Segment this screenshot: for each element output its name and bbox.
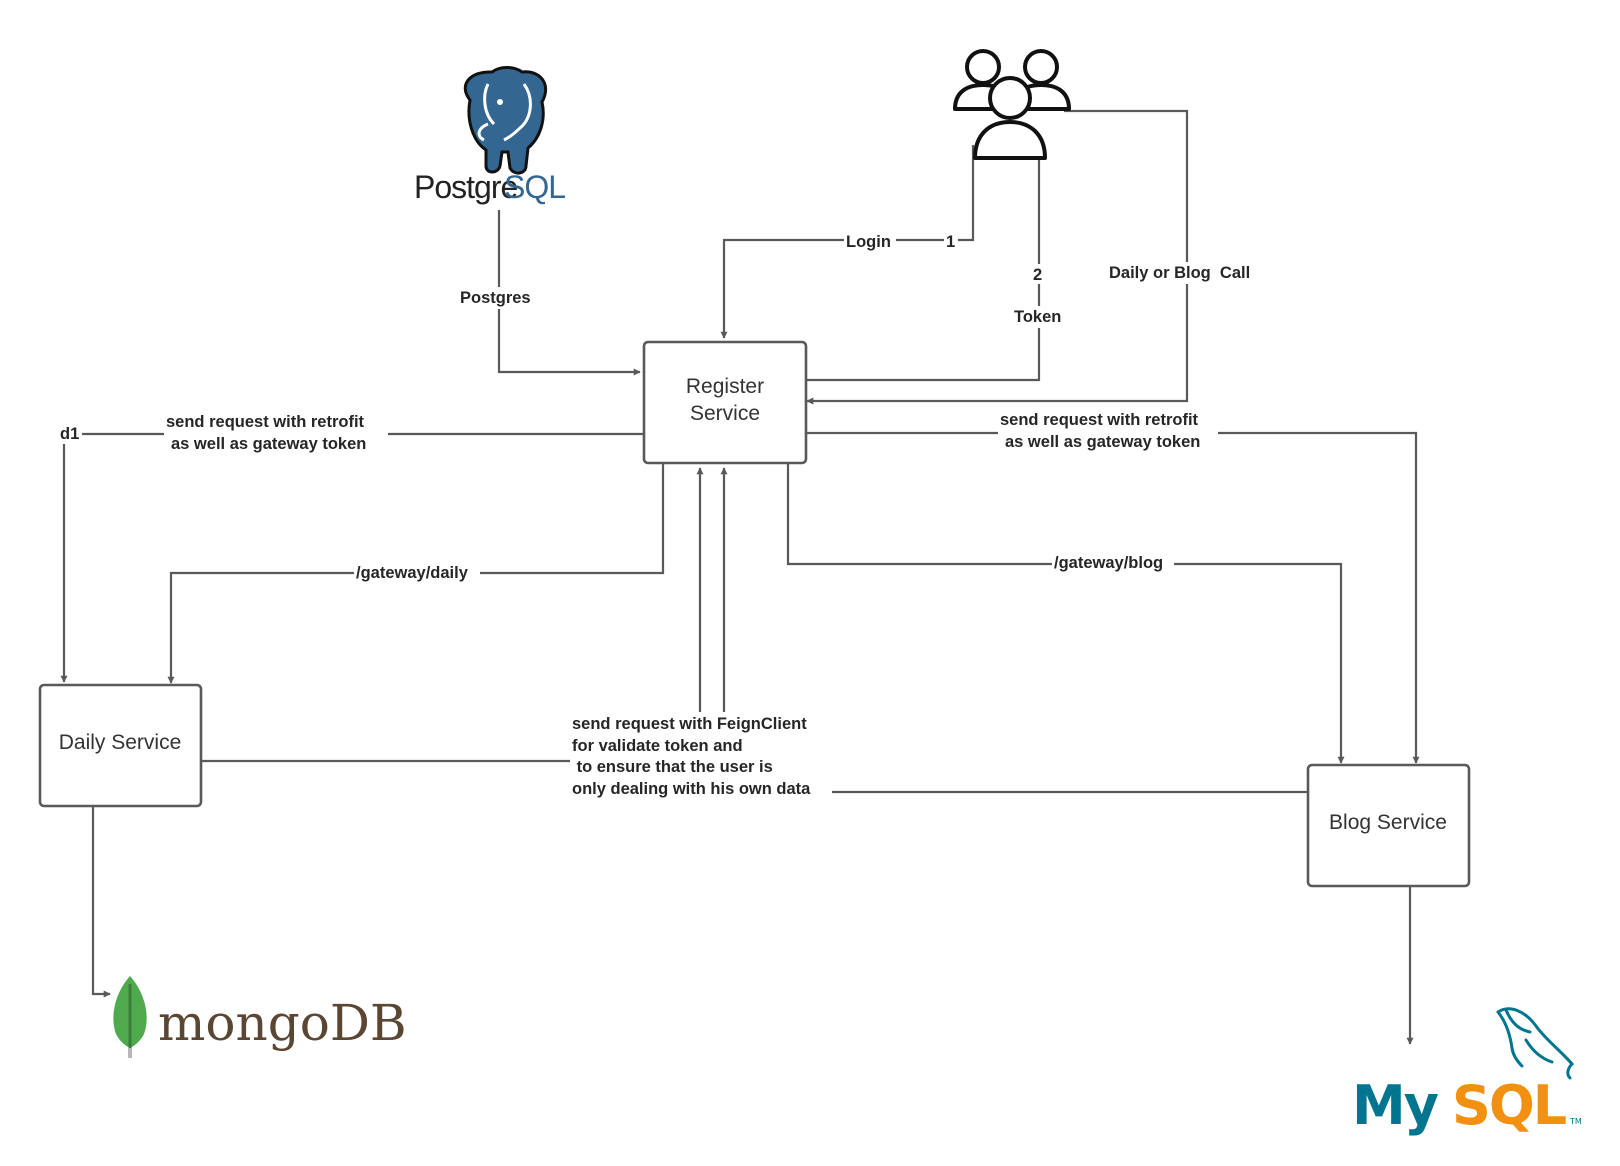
label-postgres: Postgres <box>460 289 531 307</box>
edge-postgres-to-register <box>497 210 641 376</box>
mysql-wordmark-part2: SQL <box>1452 1074 1566 1137</box>
mysql-wordmark-part1: My <box>1352 1074 1439 1137</box>
edge-labels: Postgres Login 1 2 Token Daily or Blog C… <box>58 231 1267 800</box>
label-step-1: 1 <box>946 233 955 251</box>
label-gateway-daily: /gateway/daily <box>356 564 469 582</box>
label-daily-or-blog-call: Daily or Blog Call <box>1109 264 1250 282</box>
register-service-label-line1: Register <box>686 375 764 398</box>
label-gateway-blog: /gateway/blog <box>1054 554 1163 572</box>
register-service-node[interactable]: Register Service <box>642 340 808 465</box>
users-group-icon <box>953 49 1071 160</box>
postgresql-wordmark-part2: SQL <box>504 169 565 205</box>
label-login: Login <box>846 233 891 251</box>
daily-service-label: Daily Service <box>59 731 182 754</box>
label-step-2: 2 <box>1033 266 1042 284</box>
mysql-logo: My SQL TM <box>1352 1007 1582 1137</box>
mongodb-logo: mongoDB <box>113 976 407 1058</box>
label-d1: d1 <box>60 425 79 443</box>
daily-service-node[interactable]: Daily Service <box>38 683 203 808</box>
edge-token <box>806 147 1043 382</box>
blog-service-label: Blog Service <box>1329 811 1447 834</box>
postgresql-wordmark-part1: Postgre <box>414 169 517 205</box>
label-retrofit-right-line1: send request with retrofit <box>1000 411 1199 429</box>
label-retrofit-right-line2: as well as gateway token <box>1005 433 1200 451</box>
postgresql-elephant-icon <box>463 66 548 175</box>
label-feign-line4: only dealing with his own data <box>572 780 811 798</box>
label-feign-line1: send request with FeignClient <box>572 715 807 733</box>
edge-daily-to-mongodb <box>91 806 111 998</box>
label-token: Token <box>1014 308 1061 326</box>
mongodb-wordmark: mongoDB <box>158 994 407 1052</box>
register-service-label-line2: Service <box>690 402 760 425</box>
mysql-dolphin-icon <box>1496 1007 1575 1080</box>
blog-service-node[interactable]: Blog Service <box>1306 763 1471 888</box>
edge-retrofit-to-daily <box>60 432 644 683</box>
edge-retrofit-to-blog <box>806 431 1420 764</box>
mysql-trademark: TM <box>1569 1117 1582 1126</box>
label-retrofit-left-line2: as well as gateway token <box>171 435 366 453</box>
edge-gateway-blog <box>786 463 1345 764</box>
label-feign-line3: to ensure that the user is <box>572 758 773 776</box>
label-feign-line2: for validate token and <box>572 737 743 755</box>
mongodb-leaf-icon <box>113 976 147 1058</box>
edges <box>60 109 1420 1045</box>
label-retrofit-left-line1: send request with retrofit <box>166 413 365 431</box>
postgresql-logo: Postgre SQL <box>414 66 566 205</box>
edge-daily-or-blog-call <box>806 109 1189 405</box>
